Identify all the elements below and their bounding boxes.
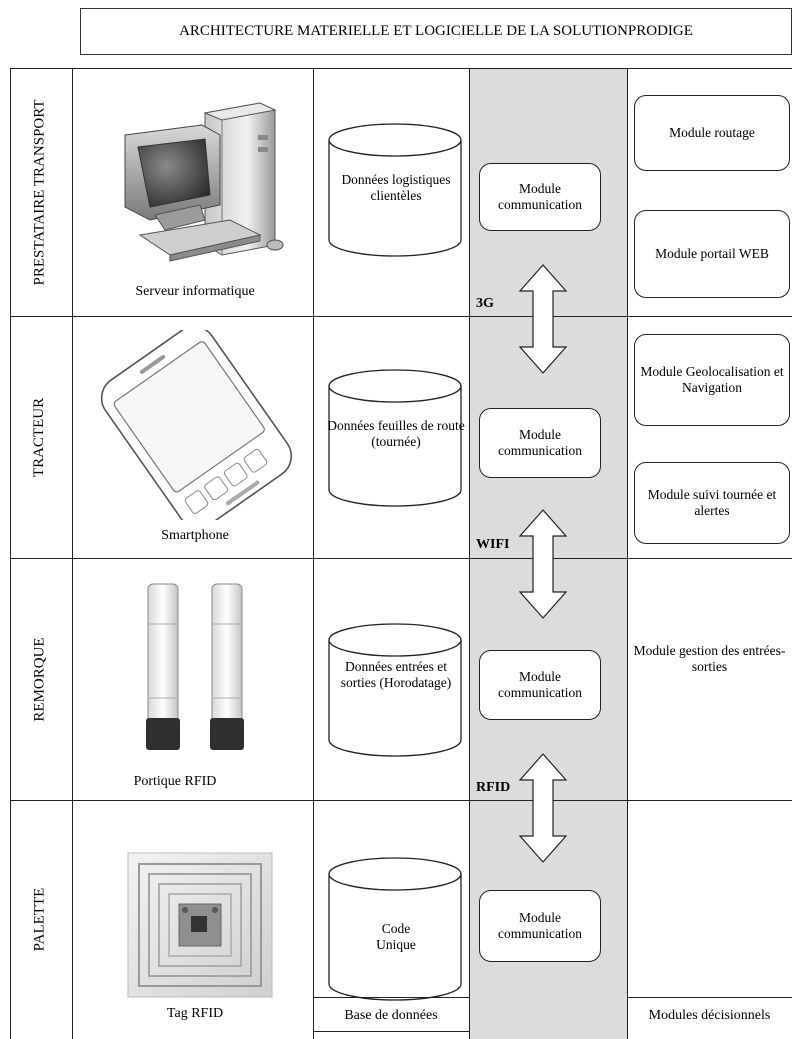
- device-label-server: Serveur informatique: [135, 284, 255, 299]
- comm-module-4: Module communication: [479, 890, 601, 962]
- double-arrow-rfid: [518, 753, 568, 863]
- comm-module-2: Module communication: [479, 408, 601, 478]
- database-text-2: Données feuilles de route (tournée): [327, 418, 465, 450]
- grid-col-divider-4: [627, 68, 628, 1039]
- smartphone-icon: [100, 330, 293, 520]
- device-label-smartphone: Smartphone: [161, 528, 229, 543]
- footer-decision-top-line: [627, 997, 792, 998]
- database-cylinder-1: [328, 123, 462, 257]
- grid-row-divider-2: [10, 558, 792, 559]
- double-arrow-3g: [518, 264, 568, 374]
- diagram-title: ARCHITECTURE MATERIELLE ET LOGICIELLE DE…: [80, 8, 792, 55]
- database-cylinder-4: [328, 857, 462, 1001]
- row-label-remorque: REMORQUE: [31, 636, 48, 722]
- row-label-palette: PALETTE: [31, 887, 48, 952]
- footer-border-db: [313, 1031, 470, 1039]
- grid-col-divider-3: [469, 68, 470, 1039]
- database-text-3: Données entrées et sorties (Horodatage): [340, 659, 452, 691]
- footer-decision-label: Modules décisionnels: [648, 1008, 771, 1023]
- database-cylinder-2: [328, 369, 462, 507]
- grid-left-line: [10, 68, 11, 1039]
- database-cylinder-3: [328, 623, 462, 757]
- footer-database-label: Base de données: [344, 1008, 438, 1023]
- comm-module-1: Module communication: [479, 163, 601, 231]
- grid-row-divider-1: [10, 316, 792, 317]
- decision-module-geolocalisation: Module Geolocalisation et Navigation: [634, 334, 790, 426]
- comm-module-3: Module communication: [479, 650, 601, 720]
- double-arrow-wifi: [518, 509, 568, 619]
- rfid-tag-icon: [127, 852, 273, 998]
- computer-icon: [124, 102, 284, 262]
- database-text-4: Code Unique: [376, 921, 416, 953]
- link-label-wifi: WIFI: [476, 537, 510, 552]
- decision-module-entrees-sorties: Module gestion des entrées-sorties: [633, 642, 786, 674]
- grid-top-line: [10, 68, 792, 69]
- grid-row-divider-3: [10, 800, 792, 801]
- decision-module-suivi-tournee: Module suivi tournée et alertes: [634, 462, 790, 544]
- link-label-rfid: RFID: [476, 780, 511, 795]
- row-label-tracteur: TRACTEUR: [31, 397, 48, 477]
- rfid-gate-icon: [146, 583, 244, 750]
- footer-db-top-line: [313, 997, 469, 998]
- grid-col-divider-2: [313, 68, 314, 1039]
- decision-module-portail-web: Module portail WEB: [634, 210, 790, 298]
- grid-col-divider-1: [72, 68, 73, 1039]
- device-label-rfid-tag: Tag RFID: [166, 1006, 224, 1021]
- device-label-rfid-gate: Portique RFID: [133, 774, 217, 789]
- link-label-3g: 3G: [476, 296, 494, 311]
- decision-module-routage: Module routage: [634, 95, 790, 171]
- row-label-prestataire: PRESTATAIRE TRANSPORT: [31, 98, 48, 286]
- database-text-1: Données logistiques clientèles: [341, 172, 451, 204]
